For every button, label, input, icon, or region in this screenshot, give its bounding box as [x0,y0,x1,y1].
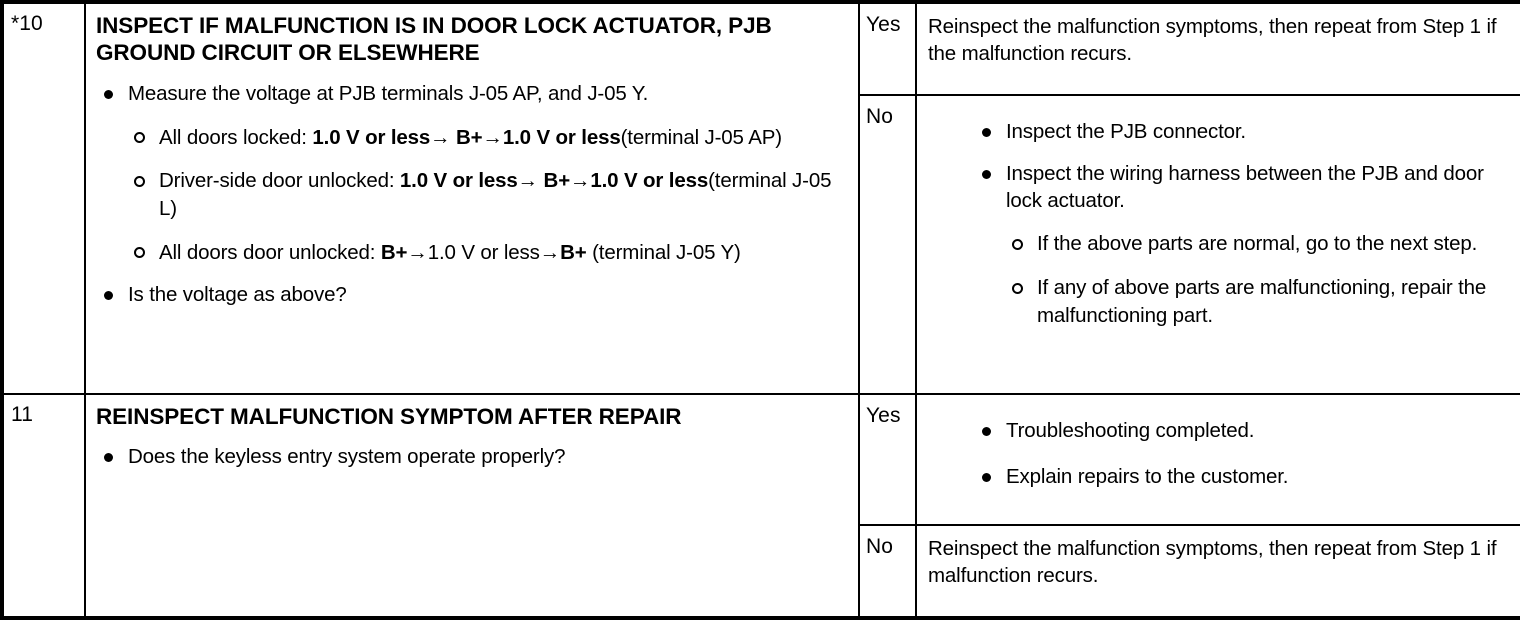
list-item-label: Measure the voltage at PJB terminals J-0… [128,81,649,105]
result-label: No [866,535,894,559]
result-label-cell-no: No [858,524,917,619]
list-item: Inspect the PJB connector. [974,119,1516,146]
hollow-bullet-icon [134,132,145,144]
result-label: No [866,104,894,128]
list-item-label: Does the keyless entry system operate pr… [128,445,566,469]
table-row: No Reinspect the malfunction symptoms, t… [2,524,1520,619]
table-row: 11 REINSPECT MALFUNCTION SYMPTOM AFTER R… [2,392,1520,620]
list-item-label: Explain repairs to the customer. [1006,465,1289,489]
filled-bullet-icon [104,89,113,99]
result-label: Yes [866,13,901,36]
result-label-cell-yes: Yes [858,392,917,527]
filled-bullet-icon [104,453,113,463]
list-item-label: Is the voltage as above? [128,283,347,307]
inspection-cell: REINSPECT MALFUNCTION SYMPTOM AFTER REPA… [84,392,860,620]
list-item: If the above parts are normal, go to the… [1006,230,1516,258]
action-text: Reinspect the malfunction symptoms, then… [928,537,1497,588]
filled-bullet-icon [982,127,991,137]
measurement-text-1: All doors locked: 1.0 V or less→ B+→1.0 … [159,125,782,149]
action-sub-list: If the above parts are normal, go to the… [1006,230,1516,329]
list-item-label: Troubleshooting completed. [1006,418,1255,442]
hollow-bullet-icon [1012,239,1023,251]
filled-bullet-icon [104,291,113,301]
result-label: Yes [866,403,901,427]
list-item: Measure the voltage at PJB terminals J-0… [96,81,846,266]
list-item: All doors door unlocked: B+→1.0 V or les… [128,239,846,267]
action-cell-no: Reinspect the malfunction symptoms, then… [915,524,1520,619]
inspection-bullet-list: Does the keyless entry system operate pr… [96,444,846,471]
action-cell-no: Inspect the PJB connector. Inspect the w… [915,93,1520,395]
list-item: Troubleshooting completed. [974,418,1516,445]
inspection-cell: INSPECT IF MALFUNCTION IS IN DOOR LOCK A… [84,1,860,395]
inspection-bullet-list: Measure the voltage at PJB terminals J-0… [96,81,846,309]
step-heading: REINSPECT MALFUNCTION SYMPTOM AFTER REPA… [96,403,682,429]
list-item: If any of above parts are malfunctioning… [1006,274,1516,329]
table-row: *10 INSPECT IF MALFUNCTION IS IN DOOR LO… [2,1,1520,395]
hollow-bullet-icon [134,175,145,187]
list-item-label: Inspect the PJB connector. [1006,119,1246,143]
list-item-label: If any of above parts are malfunctioning… [1037,276,1487,327]
list-item: Does the keyless entry system operate pr… [96,444,846,471]
result-label-cell-yes: Yes [858,1,917,96]
list-item-label: Inspect the wiring harness between the P… [1006,162,1484,212]
list-item: Inspect the wiring harness between the P… [974,161,1516,329]
result-label-cell-no: No [858,93,917,395]
list-item: Driver-side door unlocked: 1.0 V or less… [128,167,846,222]
measurement-sub-list: All doors locked: 1.0 V or less→ B+→1.0 … [128,124,846,267]
step-number: *10 [11,12,43,35]
filled-bullet-icon [982,426,991,436]
action-bullet-list: Troubleshooting completed. Explain repai… [928,418,1516,491]
list-item: Is the voltage as above? [96,282,846,309]
filled-bullet-icon [982,170,991,180]
list-item: Explain repairs to the customer. [974,464,1516,491]
measurement-text-3: All doors door unlocked: B+→1.0 V or les… [159,240,741,264]
table-row: No Inspect the PJB connector. Inspect th… [2,93,1520,395]
action-cell-yes: Reinspect the malfunction symptoms, then… [915,1,1520,96]
hollow-bullet-icon [134,247,145,259]
step-number-cell: 11 [2,392,86,620]
action-bullet-list: Inspect the PJB connector. Inspect the w… [928,119,1516,330]
action-cell-yes: Troubleshooting completed. Explain repai… [915,392,1520,527]
measurement-text-2: Driver-side door unlocked: 1.0 V or less… [159,169,832,220]
list-item-label: If the above parts are normal, go to the… [1037,232,1478,256]
step-number: 11 [11,402,33,426]
step-heading: INSPECT IF MALFUNCTION IS IN DOOR LOCK A… [96,13,772,66]
hollow-bullet-icon [1012,282,1023,294]
action-text: Reinspect the malfunction symptoms, then… [928,15,1497,66]
step-number-cell: *10 [2,1,86,395]
filled-bullet-icon [982,473,991,483]
list-item: All doors locked: 1.0 V or less→ B+→1.0 … [128,124,846,152]
